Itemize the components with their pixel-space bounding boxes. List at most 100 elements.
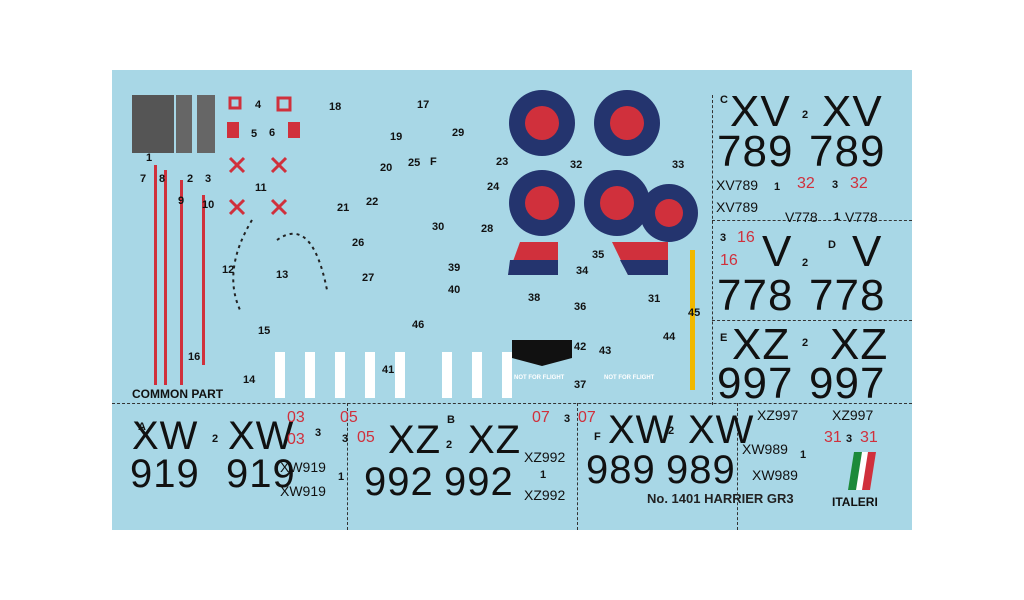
variant-letter: D — [828, 239, 836, 251]
white-bar — [335, 352, 345, 398]
red-markings — [228, 96, 292, 216]
instrument-panel-3 — [197, 95, 215, 153]
code-letters: V — [852, 227, 883, 276]
aircraft-number: 05 — [340, 409, 358, 426]
decal-number: 31 — [648, 293, 661, 305]
decal-number: 17 — [417, 99, 430, 111]
decal-number: 38 — [528, 292, 541, 304]
small-code: XV789 — [716, 177, 759, 193]
small-code: XW989 — [742, 441, 788, 457]
decal-number: 2 — [802, 337, 809, 349]
italeri-flag-icon — [848, 452, 876, 490]
decal-sheet: 1 2 3 4 5 6 7 8 9 10 11 12 13 14 15 16 1… — [112, 70, 912, 530]
code-number: 997 — [809, 359, 886, 408]
white-bar — [442, 352, 452, 398]
decal-number: 2 — [802, 257, 809, 269]
code-letters: XV — [730, 87, 791, 136]
decal-number: 4 — [255, 99, 262, 111]
decal-number: 10 — [202, 199, 215, 211]
decal-number: 3 — [342, 433, 349, 445]
decal-number: 1 — [774, 181, 781, 193]
divider — [712, 220, 912, 221]
common-part-label: COMMON PART — [132, 387, 224, 401]
white-bar — [275, 352, 285, 398]
code-number: 789 — [809, 127, 886, 176]
roundel-3 — [509, 170, 575, 236]
decal-number: 33 — [672, 159, 685, 171]
code-letters: XW — [132, 414, 199, 458]
instrument-panel-2 — [176, 95, 192, 153]
code-number: 992 — [364, 460, 434, 504]
red-stripe-10 — [202, 195, 205, 365]
decal-number: 1 — [338, 471, 345, 483]
not-for-flight-label: NOT FOR FLIGHT — [514, 375, 565, 381]
red-stripe-8 — [164, 170, 167, 385]
decal-number: 3 — [832, 179, 839, 191]
decal-number: 26 — [352, 237, 365, 249]
variant-letter: B — [447, 414, 455, 426]
code-number: 778 — [809, 271, 886, 320]
roundel-5 — [640, 184, 698, 242]
decal-number: 27 — [362, 272, 375, 284]
divider — [112, 403, 912, 404]
roundel-4 — [584, 170, 650, 236]
decal-number: 29 — [452, 127, 465, 139]
decal-number: 43 — [599, 345, 612, 357]
decal-number: 16 — [188, 351, 201, 363]
divider — [712, 320, 912, 321]
red-stripe-7 — [154, 165, 157, 385]
code-letters: V — [762, 227, 793, 276]
white-bar — [365, 352, 375, 398]
decal-number: 34 — [576, 265, 589, 277]
divider — [577, 403, 578, 530]
aircraft-number: 32 — [797, 175, 815, 192]
roundel-2 — [594, 90, 660, 156]
code-number: 919 — [130, 452, 200, 496]
decal-number: 9 — [178, 195, 185, 207]
decal-artwork — [132, 90, 698, 390]
decal-number: 12 — [222, 264, 235, 276]
decal-number: 20 — [380, 162, 393, 174]
variant-letter: F — [594, 431, 601, 443]
decal-number: 7 — [140, 173, 147, 185]
decal-number: 30 — [432, 221, 445, 233]
decal-number: 19 — [390, 131, 403, 143]
dial-13 — [276, 232, 328, 291]
yellow-strip-44 — [690, 250, 695, 390]
decal-number: 13 — [276, 269, 289, 281]
small-code: XZ992 — [524, 487, 566, 503]
aircraft-number: 03 — [287, 409, 305, 426]
variant-letter: E — [720, 332, 728, 344]
decal-number: 22 — [366, 196, 379, 208]
decal-number: 42 — [574, 341, 587, 353]
red-panel-5 — [227, 122, 239, 138]
decal-number: 3 — [564, 413, 571, 425]
variant-letter: A — [138, 421, 146, 433]
aircraft-number: 05 — [357, 429, 375, 446]
small-code: V778 — [785, 209, 818, 225]
decal-number: 11 — [255, 182, 267, 194]
red-panel-6 — [288, 122, 300, 138]
divider — [712, 95, 713, 405]
decal-number: 39 — [448, 262, 461, 274]
product-title: No. 1401 HARRIER GR3 — [647, 491, 794, 506]
chevron-42 — [512, 340, 572, 366]
fin-flash-35 — [612, 242, 668, 275]
code-number: 778 — [717, 271, 794, 320]
small-code: XZ992 — [524, 449, 566, 465]
code-letters: XZ — [388, 418, 442, 462]
aircraft-number: 16 — [720, 252, 738, 269]
code-letters: XZ — [830, 320, 889, 369]
decal-number: 25 — [408, 157, 421, 169]
decal-number: 2 — [668, 425, 675, 437]
white-bar — [502, 352, 512, 398]
decal-number: 2 — [802, 109, 809, 121]
code-letters: XZ — [732, 320, 791, 369]
aircraft-number: 32 — [850, 175, 868, 192]
red-stripe-9 — [180, 180, 183, 385]
aircraft-number: 31 — [860, 429, 878, 446]
decal-number: 3 — [846, 433, 853, 445]
decal-number: 3 — [205, 173, 212, 185]
white-bar — [472, 352, 482, 398]
small-code: XZ997 — [832, 407, 874, 423]
